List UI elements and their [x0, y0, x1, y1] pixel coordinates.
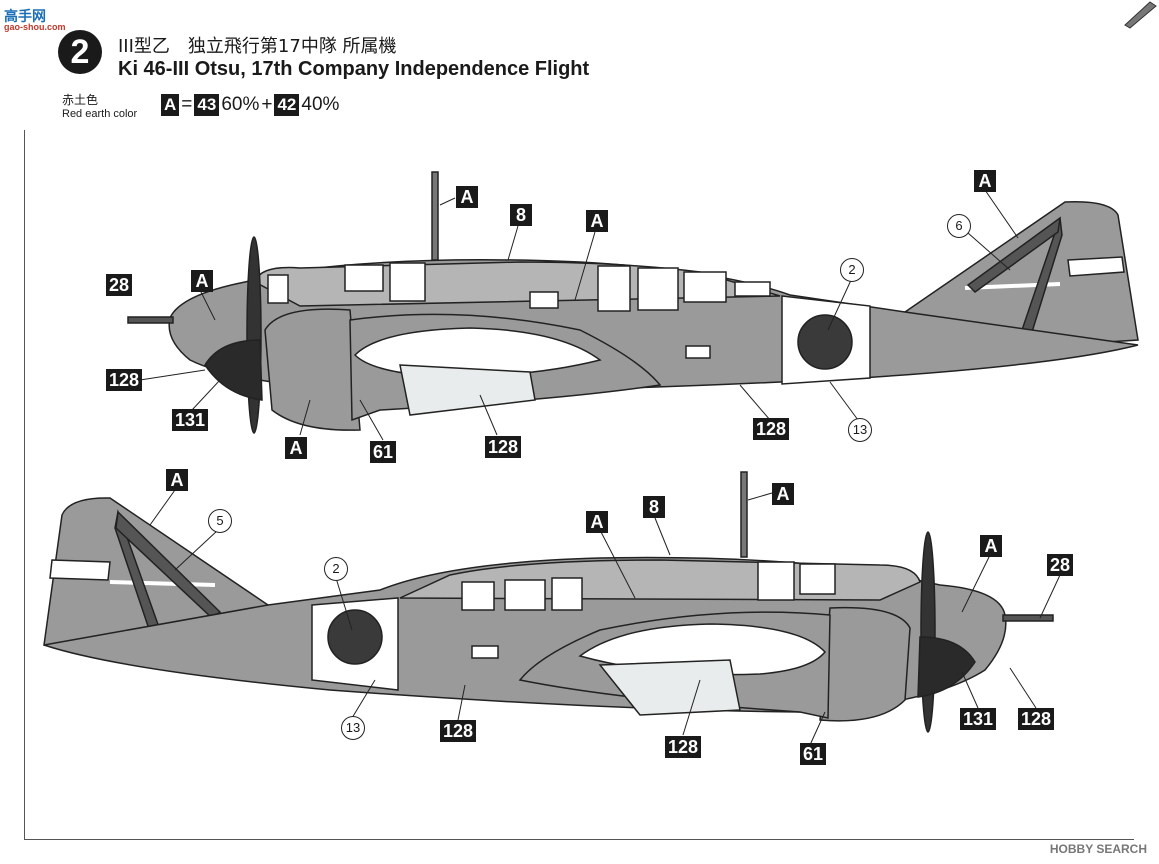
top-tail-white-band	[1067, 256, 1125, 277]
callout-top-128-wing: 128	[485, 436, 522, 458]
bottom-spinner	[917, 636, 976, 698]
color-code-a: A	[161, 94, 180, 116]
callout-top-8: 8	[510, 204, 532, 226]
bottom-canopy-pane-5	[799, 563, 836, 595]
callout-top-circle-13: 13	[848, 418, 872, 442]
top-leader-lines	[139, 189, 1019, 441]
watermark-url: gao-shou.com	[4, 22, 66, 32]
callout-bottom-128-nose: 128	[1018, 708, 1055, 730]
callout-top-nacelle-a: A	[285, 437, 307, 459]
callout-bottom-fuselage-a: A	[586, 511, 608, 533]
callout-bottom-61: 61	[800, 743, 827, 765]
bottom-fuselage-hatch	[471, 645, 499, 659]
callout-bottom-131: 131	[960, 708, 997, 730]
top-wing-underside	[399, 364, 536, 416]
callout-top-61: 61	[370, 441, 397, 463]
top-canopy-pane-1	[267, 274, 289, 304]
callout-bottom-circle-13: 13	[341, 716, 365, 740]
frame-left-border	[24, 130, 25, 840]
paint-code-43: 43	[194, 94, 220, 116]
bottom-canopy-pane-3	[551, 577, 583, 611]
top-canopy-pane-4	[597, 265, 631, 312]
callout-top-circle-6: 6	[947, 214, 971, 238]
aircraft-top-view	[127, 171, 1139, 434]
bottom-canopy-pane-2	[504, 579, 546, 611]
callout-top-28: 28	[106, 274, 133, 296]
callout-top-fuselage-a: A	[586, 210, 608, 232]
color-name-english: Red earth color	[62, 108, 138, 120]
top-antenna-mast	[431, 171, 439, 261]
paint-ratio-2: 40%	[301, 94, 340, 115]
plus-sign: +	[261, 94, 273, 115]
paint-ratio-1: 60%	[221, 94, 260, 115]
callout-bottom-nose-a: A	[980, 535, 1002, 557]
top-canopy-pane-5	[637, 267, 679, 311]
callout-top-nose-a: A	[191, 270, 213, 292]
top-canopy-pane-3	[389, 262, 426, 302]
bottom-hinomaru	[327, 609, 383, 665]
bottom-leader-lines	[149, 489, 1061, 746]
callout-top-128-belly: 128	[753, 418, 790, 440]
top-hinomaru	[797, 314, 853, 370]
bottom-tail-stripe	[109, 580, 216, 587]
color-mix-formula: A = 43 60% + 42 40%	[160, 94, 340, 116]
title-english: Ki 46-III Otsu, 17th Company Independenc…	[118, 58, 590, 80]
top-propeller	[246, 236, 262, 434]
top-tail-arrow-2	[966, 216, 1061, 293]
bottom-tail-white-band	[49, 559, 111, 581]
corner-pen-graphic	[1124, 1, 1157, 29]
hobby-search-watermark: HOBBY SEARCH	[1049, 842, 1147, 856]
bottom-wing-underside	[598, 659, 741, 716]
bottom-antenna-mast	[740, 471, 748, 558]
paint-code-42: 42	[274, 94, 300, 116]
aircraft-bottom-view	[43, 471, 1054, 733]
callout-bottom-128-belly: 128	[440, 720, 477, 742]
top-canopy-pane-6	[683, 271, 727, 303]
bottom-propeller	[920, 531, 936, 733]
top-fuselage-hatch	[685, 345, 711, 359]
watermark-logo: 高手网	[4, 8, 46, 24]
callout-top-antenna-a: A	[456, 186, 478, 208]
callout-bottom-antenna-a: A	[772, 483, 794, 505]
title-japanese: III型乙 独立飛行第17中隊 所属機	[118, 36, 397, 57]
top-canopy-pane-2	[344, 264, 384, 292]
callout-top-131: 131	[172, 409, 209, 431]
top-canopy-pane-7	[734, 281, 771, 297]
bottom-engine-nacelle	[819, 606, 911, 722]
step-number-badge: 2	[58, 30, 102, 74]
top-tail-fin	[903, 201, 1139, 346]
top-engine-nacelle	[264, 308, 361, 431]
callout-bottom-28: 28	[1047, 554, 1074, 576]
bottom-nose-gun	[1002, 614, 1054, 622]
callout-bottom-128-wing: 128	[665, 736, 702, 758]
callout-top-tail-a: A	[974, 170, 996, 192]
equals-sign: =	[181, 94, 193, 115]
bottom-wing-cutout	[578, 623, 826, 676]
bottom-canopy-pane-4	[757, 561, 795, 601]
callout-bottom-tail-a: A	[166, 469, 188, 491]
bottom-canopy-pane-1	[461, 581, 495, 611]
callout-bottom-circle-5: 5	[208, 509, 232, 533]
frame-bottom-border	[24, 839, 1134, 840]
callout-top-128-nose: 128	[106, 369, 143, 391]
color-name-japanese: 赤土色	[62, 93, 99, 107]
top-nose-gun	[127, 316, 174, 324]
callout-top-circle-2: 2	[840, 258, 864, 282]
top-fuselage-window	[529, 291, 559, 309]
callout-bottom-8: 8	[643, 496, 665, 518]
callout-bottom-circle-2: 2	[324, 557, 348, 581]
